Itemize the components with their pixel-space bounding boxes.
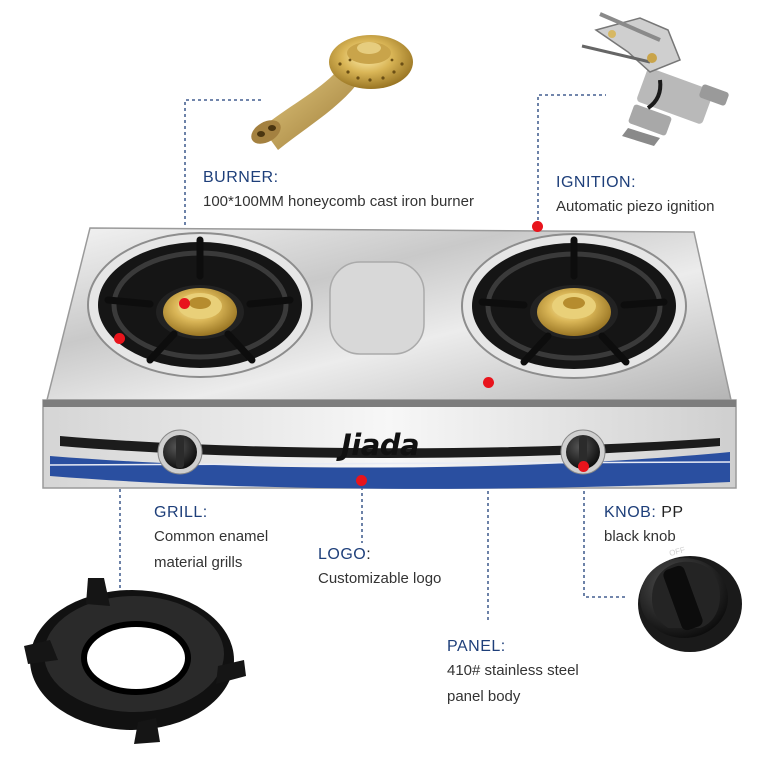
ignition-pin bbox=[532, 221, 543, 232]
burner-annotation: BURNER: 100*100MM honeycomb cast iron bu… bbox=[203, 167, 474, 215]
logo-title-suffix: : bbox=[366, 546, 372, 563]
panel-annotation: PANEL: 410# stainless steel panel body bbox=[447, 636, 579, 710]
knob-pin bbox=[578, 461, 589, 472]
gas-stove-photo bbox=[42, 227, 737, 489]
knob-photo: OFF bbox=[638, 545, 742, 652]
panel-pin bbox=[483, 377, 494, 388]
ignition-valve-photo bbox=[581, 12, 729, 146]
grill-title: GRILL: bbox=[154, 504, 208, 521]
knob-title-suffix: PP bbox=[656, 504, 684, 521]
grill-desc-line-1: Common enamel bbox=[154, 528, 269, 545]
grill-pin bbox=[114, 333, 125, 344]
logo-annotation: LOGO: Customizable logo bbox=[318, 544, 441, 592]
panel-title: PANEL: bbox=[447, 638, 506, 655]
burner-title: BURNER: bbox=[203, 169, 279, 186]
ignition-title: IGNITION: bbox=[556, 174, 637, 191]
knob-desc-line-1: black knob bbox=[604, 528, 676, 545]
panel-desc-line-1: 410# stainless steel bbox=[447, 662, 579, 679]
grill-ring-photo bbox=[24, 578, 246, 744]
knob-annotation: KNOB: PP black knob bbox=[604, 502, 684, 550]
knob-title: KNOB: bbox=[604, 504, 657, 521]
logo-pin bbox=[356, 475, 367, 486]
right-control-knob bbox=[560, 429, 606, 475]
grill-annotation: GRILL: Common enamel material grills bbox=[154, 502, 268, 576]
panel-desc-line-2: panel body bbox=[447, 688, 521, 705]
burner-pin bbox=[179, 298, 190, 309]
logo-title: LOGO bbox=[318, 546, 367, 563]
ignition-desc-line-1: Automatic piezo ignition bbox=[556, 198, 715, 215]
ignition-annotation: IGNITION: Automatic piezo ignition bbox=[556, 172, 714, 220]
left-control-knob bbox=[157, 429, 203, 475]
brand-logo: Jiada bbox=[341, 428, 420, 462]
grill-desc-line-2: material grills bbox=[154, 554, 243, 571]
burner-desc-line-1: 100*100MM honeycomb cast iron burner bbox=[203, 193, 474, 210]
logo-desc-line-1: Customizable logo bbox=[318, 570, 442, 587]
knob-off-mark: OFF bbox=[668, 545, 686, 558]
burner-photo bbox=[251, 35, 413, 150]
